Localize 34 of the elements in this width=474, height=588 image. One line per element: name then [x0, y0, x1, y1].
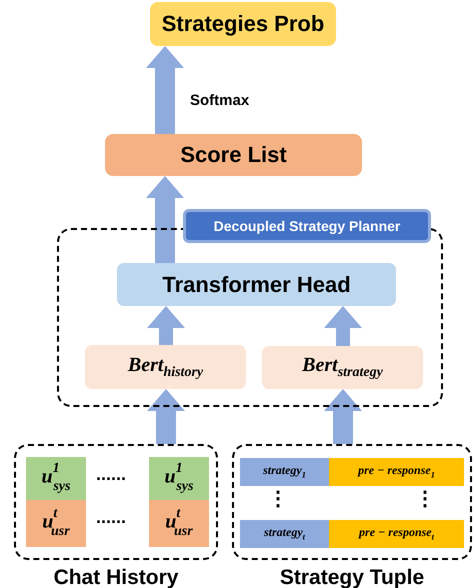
math-label: pre − response$_{t}$	[359, 526, 434, 542]
block-arrow	[324, 306, 362, 346]
math-label: strategy$_{1}$	[263, 464, 306, 480]
block-arrow	[147, 389, 185, 444]
box-title: Score List	[180, 144, 287, 166]
math-label: Bert$_{strategy}$	[302, 355, 383, 380]
encoder-box	[85, 345, 246, 389]
block-arrow	[147, 306, 185, 345]
utterance-cell	[149, 500, 209, 547]
box-title: Transformer Head	[162, 274, 351, 296]
group-title: Chat History	[52, 567, 180, 588]
block-arrow	[324, 389, 362, 444]
math-label: Bert$_{history}$	[128, 354, 204, 380]
vertical-dots: ⋮	[415, 487, 435, 511]
output-box	[150, 2, 336, 46]
transformer-box	[117, 263, 396, 306]
vertical-dots: ⋮	[268, 487, 288, 511]
utterance-cell	[149, 457, 209, 500]
utterance-cell	[26, 457, 86, 500]
response-cell	[329, 520, 464, 548]
encoder-box	[262, 346, 423, 389]
block-arrow	[146, 46, 184, 134]
ellipsis-dots: ......	[96, 464, 126, 485]
strategy-cell	[240, 520, 329, 548]
response-cell	[329, 458, 464, 486]
ellipsis-dots: ......	[96, 507, 126, 528]
box-title: Strategies Prob	[162, 13, 324, 35]
strategy-cell	[240, 458, 329, 486]
score-box	[105, 134, 362, 176]
planner-tag: Decoupled Strategy Planner	[183, 209, 431, 243]
math-label: strategy$_{t}$	[264, 526, 305, 542]
block-arrow	[146, 176, 184, 263]
utterance-cell	[26, 500, 86, 547]
math-label: pre − response$_{1}$	[358, 464, 435, 480]
